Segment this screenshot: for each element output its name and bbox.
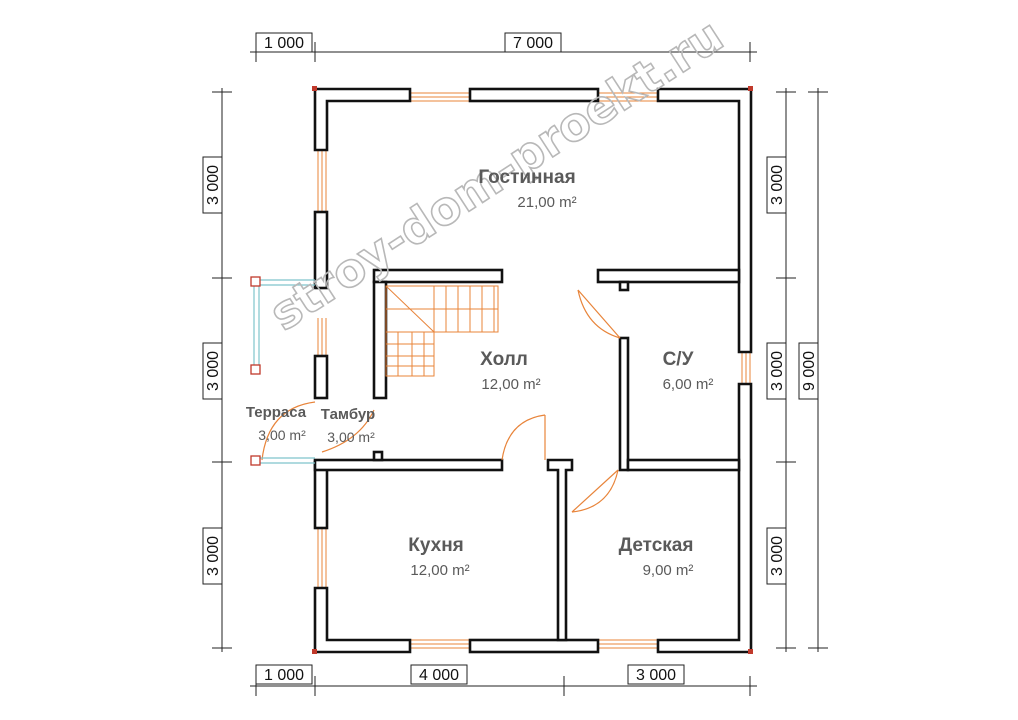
room-bathroom-area: 6,00 m² [663,376,714,393]
dim-left-bottom: 3 000 [205,536,222,576]
dim-bottom-left: 1 000 [264,667,304,684]
dim-bottom-mid: 4 000 [419,667,459,684]
staircase [385,285,499,377]
dim-right-total: 9 000 [801,351,818,391]
room-terrace-name: Терраса [246,404,307,421]
dim-top-left: 1 000 [264,35,304,52]
room-vestibule-area: 3,00 m² [327,429,375,445]
room-living-area: 21,00 m² [517,194,576,211]
dim-bottom-right: 3 000 [636,667,676,684]
terrace-posts [250,276,261,466]
dim-right-top: 3 000 [769,165,786,205]
doors [261,289,621,513]
corner-posts [312,86,753,654]
room-vestibule-name: Тамбур [321,406,375,423]
room-terrace-area: 3,00 m² [258,427,306,443]
room-hall-area: 12,00 m² [481,376,540,393]
dim-right-mid: 3 000 [769,351,786,391]
room-kitchen-area: 12,00 m² [410,562,469,579]
room-hall-name: Холл [480,349,528,370]
dim-right-bottom: 3 000 [769,536,786,576]
walls [313,87,753,654]
room-kids-area: 9,00 m² [643,562,694,579]
room-kids-name: Детская [619,535,694,556]
dimension-label-boxes [202,32,819,685]
dim-top-main: 7 000 [513,35,553,52]
room-living-name: Гостинная [478,167,575,188]
dim-left-mid: 3 000 [205,351,222,391]
dim-left-top: 3 000 [205,165,222,205]
room-kitchen-name: Кухня [408,535,464,556]
windows [317,92,751,649]
room-bathroom-name: С/У [663,349,694,370]
terrace-railing [253,279,315,464]
